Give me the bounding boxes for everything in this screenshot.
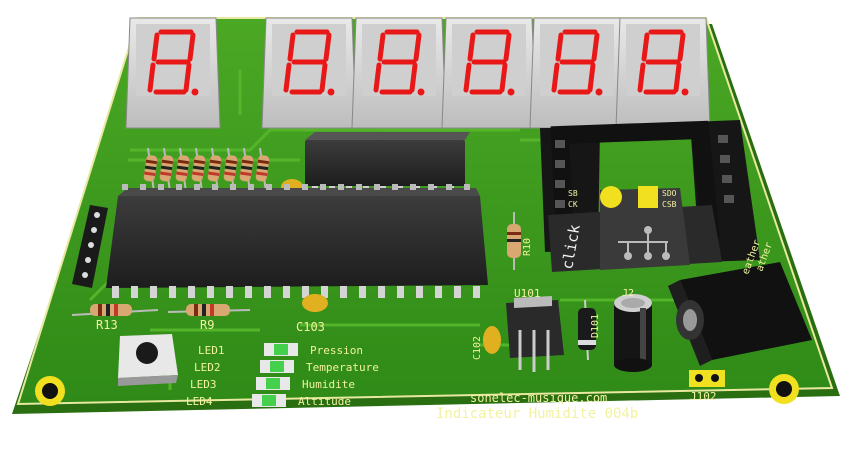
label-r13: R13 [96, 318, 118, 332]
seven-segment-display: 8.8.8.8.8.8. [125, 17, 711, 129]
digit-module: 8. [441, 17, 537, 129]
label-d101: D101 [590, 314, 601, 338]
left-header-connector [72, 205, 108, 288]
digit-module: 8. [351, 17, 447, 129]
label-j102: J102 [690, 390, 717, 403]
regulator-u101 [506, 296, 564, 372]
microcontroller-chip [106, 184, 488, 298]
label-sb: SB [568, 189, 578, 198]
header-pads [638, 186, 658, 208]
resistor-r10 [507, 212, 521, 270]
website-text: sonelec-musique.com [470, 391, 607, 405]
board-title: Indicateur Humidite 004b [436, 406, 638, 422]
resistor-r9 [167, 304, 251, 316]
connector-j102 [689, 370, 725, 387]
resistor-array [143, 147, 270, 193]
capacitor-c103 [302, 294, 328, 312]
status-led: LED4 Altitude [186, 394, 351, 408]
led-ref: LED2 [194, 361, 221, 374]
push-button[interactable] [118, 334, 178, 386]
status-led: LED3 Humidite [190, 377, 355, 391]
label-csb: CSB [662, 200, 677, 209]
digit-module: 8. [261, 17, 357, 129]
led-ref: LED1 [198, 344, 225, 357]
resistor-r13 [71, 304, 159, 316]
electrolytic-capacitor [614, 294, 652, 372]
click-socket [540, 120, 760, 272]
label-u101: U101 [514, 287, 541, 300]
led-label: Altitude [298, 395, 351, 408]
sensor-pad [600, 186, 622, 208]
silkscreen: R13 R9 C103 U101 C102 D101 R10 J102 J2 S… [96, 189, 775, 422]
label-r10: R10 [522, 238, 533, 256]
label-sdo: SDO [662, 189, 677, 198]
status-led: LED2 Temperature [194, 360, 379, 374]
status-led: LED1 Pression [198, 343, 363, 357]
digit-module: 8. [529, 17, 625, 129]
shift-register-chip [305, 132, 470, 194]
digit-module: 8. [125, 17, 221, 129]
digit-module: 8. [615, 17, 711, 129]
capacitor-c102 [483, 326, 501, 354]
label-c103: C103 [296, 320, 325, 334]
label-c102: C102 [472, 336, 483, 360]
diode-d101 [578, 299, 596, 361]
led-label: Humidite [302, 378, 355, 391]
label-r9: R9 [200, 318, 214, 332]
led-ref: LED4 [186, 395, 213, 408]
label-ck: CK [568, 200, 578, 209]
led-ref: LED3 [190, 378, 217, 391]
label-j2: J2 [622, 288, 634, 299]
led-label: Temperature [306, 361, 379, 374]
dc-power-jack [668, 262, 812, 366]
led-label: Pression [310, 344, 363, 357]
